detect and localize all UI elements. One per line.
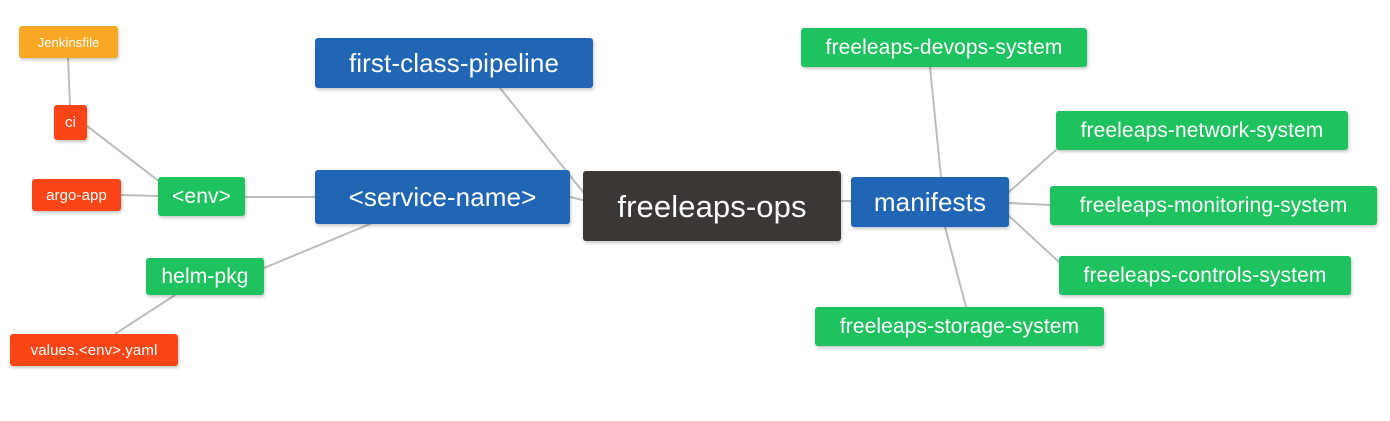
edge-service-name-helm — [263, 223, 371, 269]
mindmap-node-jenkinsfile[interactable]: Jenkinsfile — [19, 26, 118, 58]
mindmap-node-root[interactable]: freeleaps-ops — [583, 171, 841, 241]
mindmap-node-label: manifests — [873, 187, 987, 217]
mindmap-node-label: <service-name> — [348, 182, 537, 212]
mindmap-node-service-name[interactable]: <service-name> — [315, 170, 570, 224]
mindmap-node-label: <env> — [172, 185, 231, 208]
edge-ci-jenkinsfile — [67, 57, 71, 106]
mindmap-node-values-env-yaml[interactable]: values.<env>.yaml — [10, 334, 178, 366]
edge-manifests-network — [1008, 149, 1057, 193]
mindmap-node-label: freeleaps-monitoring-system — [1079, 194, 1348, 217]
mindmap-node-freeleaps-controls-system[interactable]: freeleaps-controls-system — [1059, 256, 1351, 295]
mindmap-node-freeleaps-network-system[interactable]: freeleaps-network-system — [1056, 111, 1348, 150]
edge-manifests-monitoring — [1008, 202, 1051, 206]
mindmap-node-label: values.<env>.yaml — [30, 341, 158, 359]
mindmap-node-label: freeleaps-controls-system — [1083, 264, 1327, 287]
mindmap-node-freeleaps-monitoring-system[interactable]: freeleaps-monitoring-system — [1050, 186, 1377, 225]
mindmap-node-label: freeleaps-devops-system — [825, 36, 1063, 59]
mindmap-node-label: freeleaps-storage-system — [839, 315, 1080, 338]
mindmap-node-ci[interactable]: ci — [54, 105, 87, 140]
mindmap-node-label: ci — [64, 114, 77, 131]
mindmap-node-label: Jenkinsfile — [37, 34, 100, 50]
mindmap-node-freeleaps-devops-system[interactable]: freeleaps-devops-system — [801, 28, 1087, 67]
mindmap-node-label: argo-app — [46, 186, 107, 204]
mindmap-node-label: freeleaps-ops — [617, 188, 807, 224]
mindmap-node-label: freeleaps-network-system — [1080, 119, 1324, 142]
edge-helm-values — [114, 294, 176, 335]
mindmap-node-manifests[interactable]: manifests — [851, 177, 1009, 227]
mindmap-node-first-class-pipeline[interactable]: first-class-pipeline — [315, 38, 593, 88]
mindmap-node-label: first-class-pipeline — [348, 48, 560, 78]
mindmap-node-label: helm-pkg — [161, 265, 249, 288]
mindmap-node-helm-pkg[interactable]: helm-pkg — [146, 258, 264, 295]
edge-root-service-name — [569, 196, 584, 201]
mindmap-node-freeleaps-storage-system[interactable]: freeleaps-storage-system — [815, 307, 1104, 346]
edge-env-argo-app — [120, 194, 159, 197]
mindmap-node-argo-app[interactable]: argo-app — [32, 179, 121, 211]
edge-env-ci — [86, 125, 161, 183]
edge-manifests-storage — [944, 226, 967, 308]
edge-manifests-devops — [929, 66, 942, 178]
mindmap-node-env[interactable]: <env> — [158, 177, 245, 216]
